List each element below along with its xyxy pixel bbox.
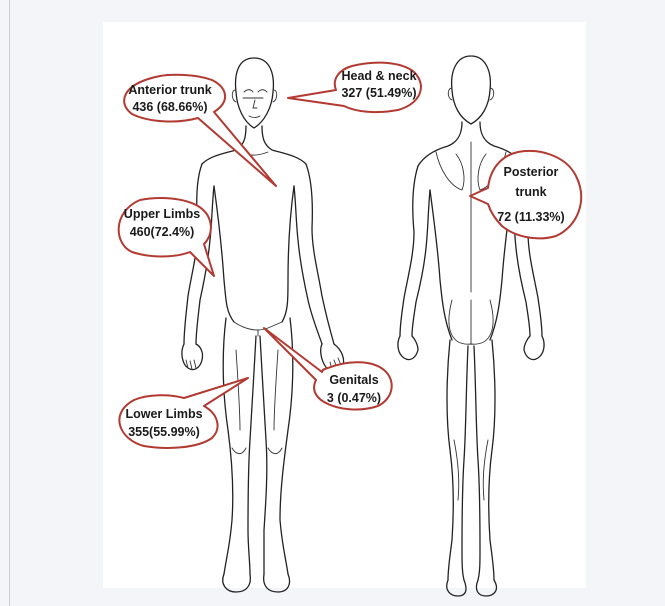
anterior-trunk-name: Anterior trunk <box>128 83 211 97</box>
posterior-trunk-value: 72 (11.33%) <box>497 210 564 224</box>
head-neck-value: 327 (51.49%) <box>341 86 416 100</box>
head-neck-name: Head & neck <box>341 69 416 83</box>
lower-limbs-value: 355(55.99%) <box>128 425 200 439</box>
callout-upper-limbs: Upper Limbs 460(72.4%) <box>119 198 214 276</box>
front-body-figure <box>182 58 344 592</box>
anterior-trunk-value: 436 (68.66%) <box>132 100 207 114</box>
posterior-trunk-name-line1: Posterior <box>504 165 559 179</box>
lower-limbs-name: Lower Limbs <box>125 407 202 421</box>
genitals-value: 3 (0.47%) <box>327 391 381 405</box>
callout-posterior-trunk: Posterior trunk 72 (11.33%) <box>470 151 581 238</box>
upper-limbs-value: 460(72.4%) <box>130 225 195 239</box>
back-body-figure <box>398 56 544 596</box>
callout-head-neck: Head & neck 327 (51.49%) <box>288 63 421 112</box>
posterior-trunk-name-line2: trunk <box>515 185 546 199</box>
callout-genitals: Genitals 3 (0.47%) <box>264 328 392 409</box>
genitals-name: Genitals <box>329 373 378 387</box>
upper-limbs-name: Upper Limbs <box>124 207 200 221</box>
